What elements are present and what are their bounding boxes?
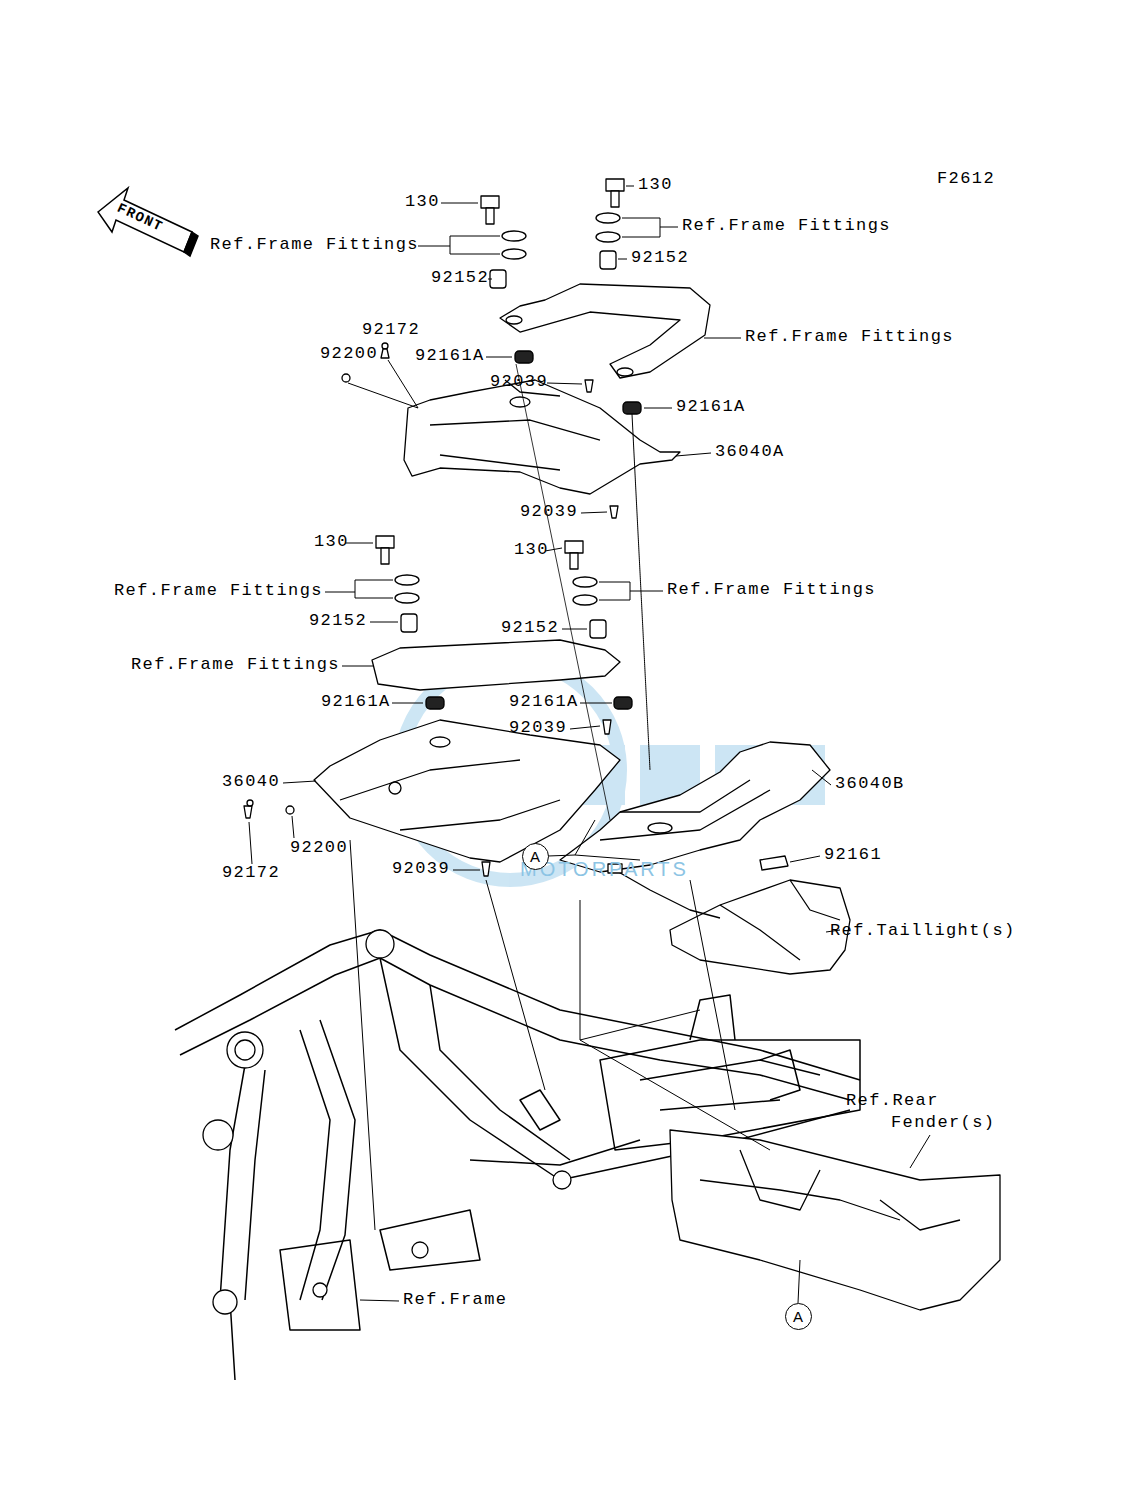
callout-number: 92161A (509, 692, 579, 712)
callout-number: 92200 (290, 838, 348, 858)
callout-number: 36040B (835, 774, 905, 794)
side-cover (314, 720, 620, 862)
callout-number: 92161A (415, 346, 485, 366)
side-cover (404, 380, 680, 494)
callout-number: 92152 (631, 248, 689, 268)
callout-number: Ref.Frame Fittings (114, 581, 323, 601)
callout-number: 92161A (321, 692, 391, 712)
callout-number: 36040A (715, 442, 785, 462)
callout-number: Ref.Frame Fittings (745, 327, 954, 347)
reference-letter: A (530, 848, 540, 865)
callout-number: Ref.Frame Fittings (131, 655, 340, 675)
callout-number: Ref.Frame (403, 1290, 507, 1310)
callout-number: 92039 (490, 372, 548, 392)
callout-number: 92172 (362, 320, 420, 340)
callout-number: Ref.Frame Fittings (210, 235, 419, 255)
callout-number: 92039 (392, 859, 450, 879)
callout-number: 92161A (676, 397, 746, 417)
reference-circle: A (785, 1303, 812, 1330)
leader-line (249, 186, 930, 1303)
grab-rail (372, 640, 620, 690)
callout-number: Ref.Taillight(s) (830, 921, 1016, 941)
taillight (670, 880, 850, 974)
callout-number: 130 (514, 540, 549, 560)
grab-rail (500, 284, 710, 378)
callout-number: F2612 (937, 169, 995, 189)
callout-number: 92039 (520, 502, 578, 522)
reference-letter: A (793, 1308, 803, 1325)
callout-number: 92200 (320, 344, 378, 364)
callout-number: Ref.Frame Fittings (682, 216, 891, 236)
callout-number: 92152 (309, 611, 367, 631)
grommet (760, 856, 788, 870)
callout-number: 130 (638, 175, 673, 195)
callout-number: Ref.Rear (846, 1091, 939, 1111)
callout-number: Ref.Frame Fittings (667, 580, 876, 600)
callout-number: 92152 (501, 618, 559, 638)
callout-number: Fender(s) (891, 1113, 995, 1133)
callout-number: 92161 (824, 845, 882, 865)
front-arrow (98, 188, 198, 256)
rear-fender (670, 1130, 1000, 1310)
callout-number: 92172 (222, 863, 280, 883)
callout-number: 92039 (509, 718, 567, 738)
callout-number: 92152 (431, 268, 489, 288)
callout-number: 130 (314, 532, 349, 552)
reference-circle: A (522, 843, 549, 870)
callout-number: 36040 (222, 772, 280, 792)
tail-cover (560, 742, 830, 872)
callout-number: 130 (405, 192, 440, 212)
